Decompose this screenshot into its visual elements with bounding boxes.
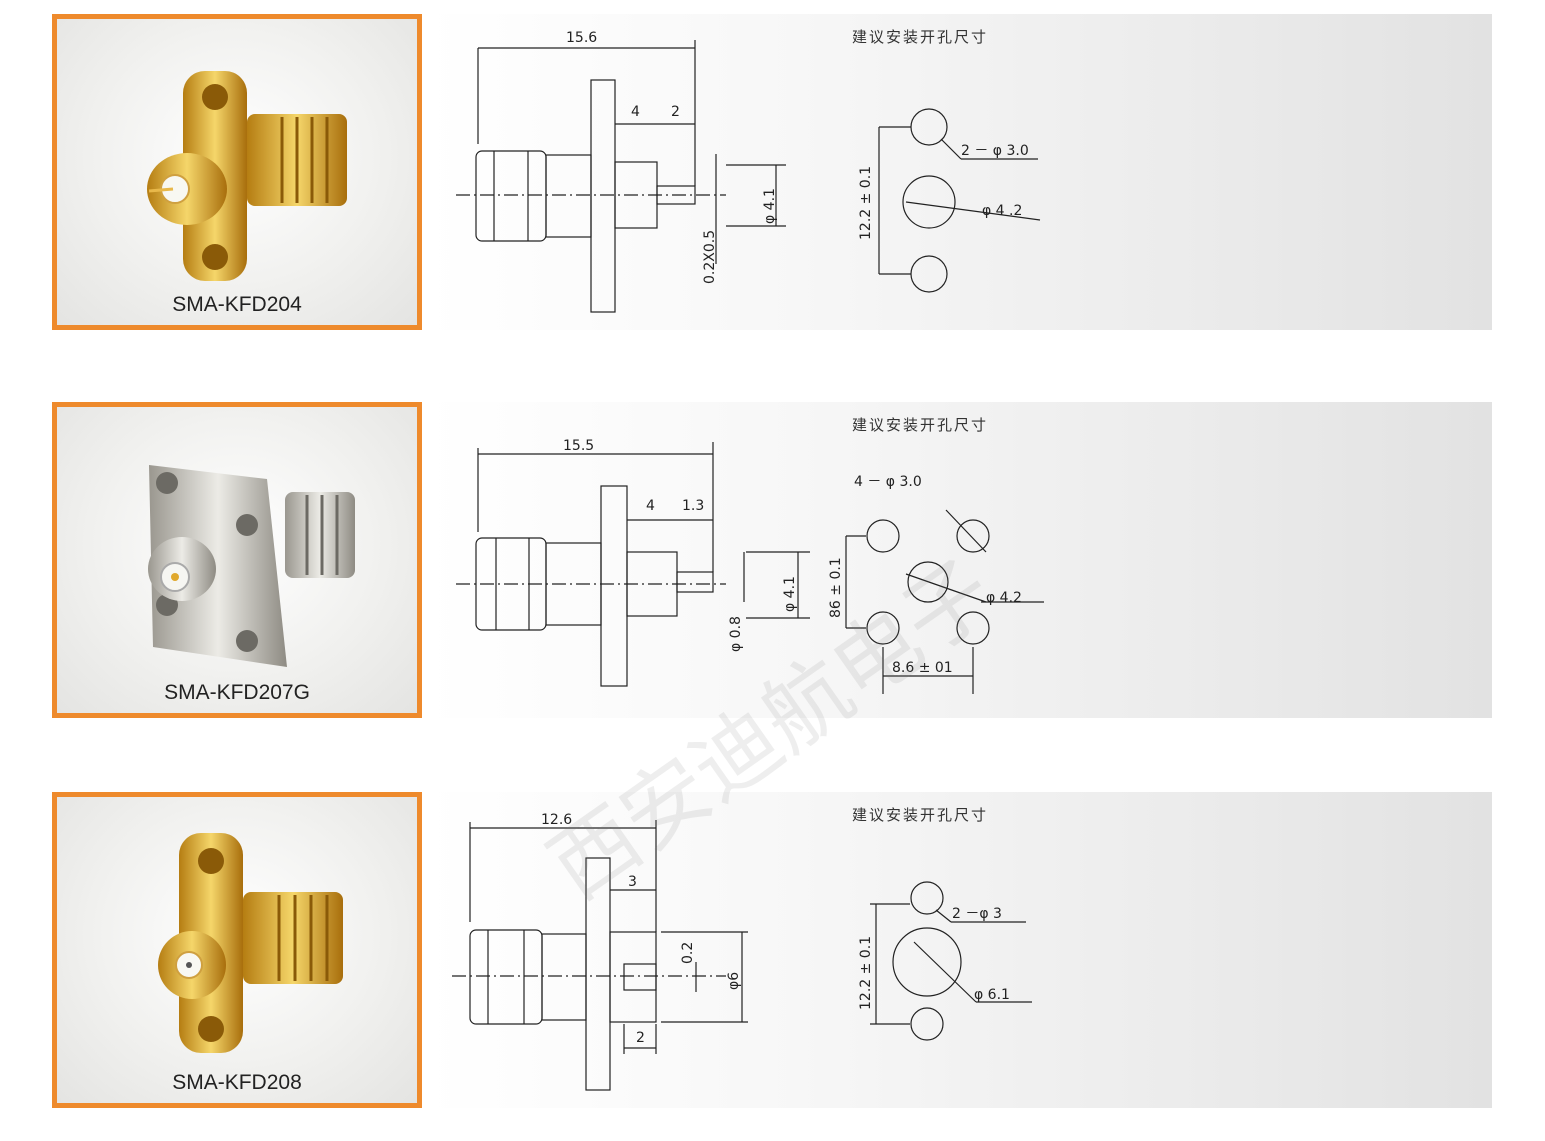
dim-b: 2: [636, 1030, 645, 1046]
dim-pin: 0.2X0.5: [702, 230, 718, 284]
install-hint: 建议安装开孔尺寸: [852, 28, 989, 46]
dim-outer: φ 4.1: [762, 188, 778, 224]
install-hint: 建议安装开孔尺寸: [852, 416, 989, 434]
dim-b: 1.3: [682, 498, 704, 514]
row-background: [426, 14, 1492, 330]
hole-center: φ 4 .2: [982, 203, 1022, 219]
row-background: [426, 402, 1492, 718]
dim-pin: 0.2: [680, 942, 696, 964]
dim-total: 15.5: [563, 438, 594, 454]
product-photo: SMA-KFD207G: [52, 402, 422, 718]
install-hint: 建议安装开孔尺寸: [852, 806, 989, 824]
connector-image: [148, 465, 355, 667]
connector-image: [147, 71, 347, 281]
model-label: SMA-KFD207G: [164, 681, 310, 704]
hole-spacing: 12.2 ± 0.1: [858, 936, 874, 1010]
dim-outer: φ 4.1: [782, 576, 798, 612]
dimension-drawing: 15.5 4 1.3 φ 4.1 φ 0.8 86 ± 0.1 8.6 ± 01…: [456, 438, 1044, 694]
hole-small: 2 － φ 3.0: [961, 143, 1029, 159]
dim-total: 12.6: [541, 812, 572, 828]
hole-center: φ 4.2: [986, 590, 1022, 606]
hole-spacing-h: 8.6 ± 01: [892, 660, 953, 676]
model-label: SMA-KFD208: [172, 1071, 302, 1094]
dim-b: 2: [671, 104, 680, 120]
hole-small: 4 － φ 3.0: [854, 474, 922, 490]
product-photo: SMA-KFD204: [52, 14, 422, 330]
product-photo: SMA-KFD208: [52, 792, 422, 1108]
product-row-1: SMA-KFD204 15.6 4 2 φ 4.1 0.2X0.5: [0, 14, 1545, 334]
connector-image: [158, 833, 343, 1053]
dim-a: 3: [628, 874, 637, 890]
product-row-3: SMA-KFD208 12.6 3 2 φ6 0.2: [0, 792, 1545, 1112]
hole-spacing: 12.2 ± 0.1: [858, 166, 874, 240]
hole-small: 2 －φ 3: [952, 906, 1002, 922]
dim-a: 4: [646, 498, 655, 514]
dimension-drawing: 15.6 4 2 φ 4.1 0.2X0.5 12.2 ± 0.1 2 － φ …: [456, 30, 1041, 313]
hole-center: φ 6.1: [974, 987, 1010, 1003]
model-label: SMA-KFD204: [172, 293, 302, 316]
hole-spacing: 86 ± 0.1: [828, 557, 844, 618]
product-row-2: SMA-KFD207G 15.5 4 1.3 φ 4.1 φ 0.8: [0, 402, 1545, 722]
dim-total: 15.6: [566, 30, 597, 46]
dim-outer: φ6: [726, 972, 742, 990]
dim-a: 4: [631, 104, 640, 120]
dimension-drawing: 12.6 3 2 φ6 0.2 12.2 ± 0.1 2 －φ 3 φ 6.1: [452, 812, 1032, 1091]
dim-pin: φ 0.8: [728, 616, 744, 652]
